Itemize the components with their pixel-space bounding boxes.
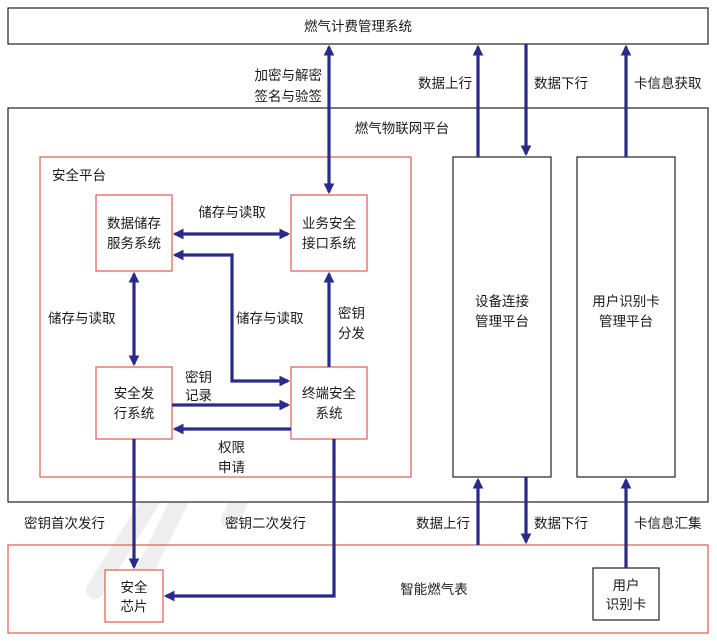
data-storage-label-line1: 数据储存 — [107, 216, 161, 232]
edge-label-data-down-top: 数据下行 — [534, 76, 588, 92]
iot-platform-label: 燃气物联网平台 — [355, 120, 450, 137]
smart-meter-region — [7, 544, 709, 634]
edge-label-permission-line2: 申请 — [218, 460, 245, 476]
issuance-system-label-line1: 安全发 — [114, 385, 155, 402]
data-storage-box — [95, 194, 173, 272]
terminal-security-label-line2: 系统 — [316, 406, 343, 422]
user-card-label-line1: 用户 — [613, 577, 640, 594]
edge-label-data-up-bottom: 数据上行 — [416, 516, 470, 532]
business-interface-label-line2: 接口系统 — [302, 235, 356, 252]
user-card-label-line2: 识别卡 — [606, 597, 647, 613]
edge-label-card-info-get: 卡信息获取 — [634, 75, 702, 92]
edge-label-key-distribute-line1: 密钥 — [338, 305, 365, 322]
edge-label-key-second-issue: 密钥二次发行 — [225, 515, 306, 532]
terminal-security-label-line1: 终端安全 — [302, 385, 356, 402]
edge-label-key-record-line1: 密钥 — [185, 369, 212, 386]
edge-label-permission-line1: 权限 — [218, 439, 245, 456]
billing-system-label: 燃气计费管理系统 — [304, 18, 412, 35]
security-chip-label-line2: 芯片 — [121, 599, 148, 615]
device-connect-label-line2: 管理平台 — [475, 314, 529, 330]
edge-label-store-read-h: 储存与读取 — [198, 205, 266, 221]
edge-label-store-read-diag: 储存与读取 — [236, 311, 304, 327]
edge-label-data-up-top: 数据上行 — [418, 76, 472, 92]
edge-label-store-read-v: 储存与读取 — [48, 311, 116, 327]
issuance-system-label-line2: 行系统 — [114, 406, 155, 422]
security-chip-box — [104, 569, 164, 623]
data-storage-label-line2: 服务系统 — [107, 236, 161, 252]
card-management-box — [576, 156, 676, 478]
edge-label-encrypt-line2: 签名与验签 — [255, 88, 323, 105]
device-connect-box — [452, 156, 552, 478]
edge-label-key-record-line2: 记录 — [185, 388, 212, 404]
arrow-store-read-diag — [172, 249, 291, 387]
business-interface-label-line1: 业务安全 — [302, 215, 356, 232]
smart-meter-label: 智能燃气表 — [400, 581, 468, 598]
terminal-security-box — [290, 366, 368, 440]
security-platform-label: 安全平台 — [52, 167, 106, 184]
edge-label-data-down-bottom: 数据下行 — [534, 516, 588, 532]
edge-label-key-first-issue: 密钥首次发行 — [24, 515, 105, 532]
arrow-key-second-issue — [163, 439, 336, 602]
issuance-system-box — [95, 366, 173, 440]
edge-label-encrypt-line1: 加密与解密 — [255, 67, 323, 84]
billing-system-box — [7, 7, 709, 45]
edge-label-card-info-collect: 卡信息汇集 — [634, 515, 702, 532]
business-interface-box — [290, 194, 368, 272]
card-management-label-line1: 用户识别卡 — [592, 293, 660, 310]
security-chip-label-line1: 安全 — [121, 579, 148, 596]
card-management-label-line2: 管理平台 — [599, 314, 653, 330]
security-platform-region — [39, 156, 412, 478]
device-connect-label-line1: 设备连接 — [475, 293, 529, 310]
edge-label-key-distribute-line2: 分发 — [338, 326, 365, 342]
